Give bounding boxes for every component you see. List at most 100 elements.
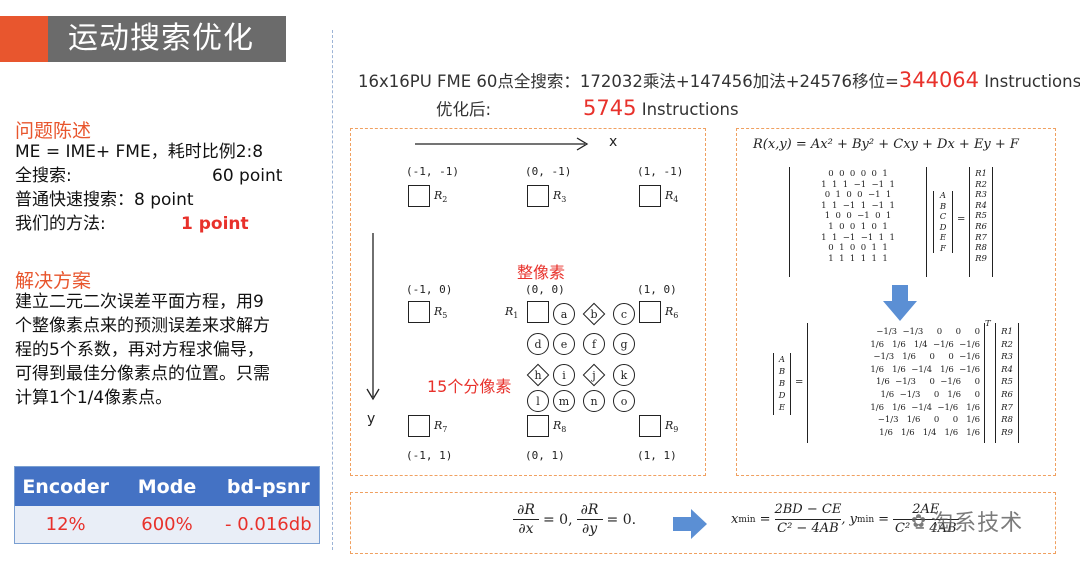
down-arrow-icon [883, 285, 917, 321]
coef-entry-2: B [939, 201, 947, 212]
partial-x-denominator: ∂x [513, 519, 539, 538]
integer-pixel [408, 301, 430, 323]
design-matrix-row-2: 1 1 1 −1 −1 1 [821, 179, 895, 190]
optimized-unit: Instructions [636, 100, 739, 119]
full-search-unit: Instructions [979, 72, 1080, 91]
r2-entry-7: R7 [1001, 402, 1013, 413]
results-table-header: Encoder Mode bd-psnr [15, 467, 319, 506]
r2-entry-5: R5 [1001, 377, 1013, 388]
pixel-r-label: R6 [665, 305, 679, 321]
r-entry-8: R8 [975, 243, 987, 254]
r2-entry-4: R4 [1001, 364, 1013, 375]
pixel-r-label: R1 [505, 305, 519, 321]
problem-line-3: 普通快速搜索：8 point [15, 190, 194, 210]
integer-pixel [639, 185, 661, 207]
design-matrix-row-4: 1 1 −1 1 −1 1 [821, 200, 895, 211]
full-search-instructions: 16x16PU FME 60点全搜索：172032乘法+147456加法+245… [358, 68, 1080, 92]
lhs-entry-1: A [778, 355, 786, 365]
integer-pixel [527, 415, 549, 437]
coef-entry-4: D [939, 222, 947, 233]
r-entry-5: R5 [975, 211, 987, 222]
pixel-grid-panel: x y 整像素 15个分像素 (-1, -1)R2(0, -1)R3(1, -1… [350, 128, 706, 476]
partial-y-denominator: ∂y [576, 519, 603, 538]
r2-entry-9: R9 [1001, 427, 1013, 438]
ymin-subscript: min [856, 514, 875, 525]
xmin-subscript: min [738, 514, 756, 525]
design-matrix-row-6: 1 0 0 1 0 1 [828, 221, 888, 232]
r-entry-4: R4 [975, 200, 987, 211]
r-entry-3: R3 [975, 190, 987, 201]
inverse-row-7: 1/6 1/6 −1/4 −1/6 1/6 [864, 402, 980, 413]
coord-label: (0, -1) [525, 165, 572, 178]
ymin-label: , y [841, 512, 857, 527]
integer-pixel [527, 301, 549, 323]
ymin-numerator: 2AE [912, 502, 940, 517]
header-bd-psnr: bd-psnr [226, 475, 310, 498]
results-table: Encoder Mode bd-psnr 12% 600% - 0.016db [14, 466, 320, 544]
axes-arrows [366, 137, 589, 401]
pixel-grid: (-1, -1)R2(0, -1)R3(1, -1)R4(-1, 0)R5(0,… [351, 129, 705, 475]
design-matrix-row-1: 0 0 0 0 0 1 [828, 169, 888, 179]
integer-pixel [527, 185, 549, 207]
coord-label: (-1, -1) [406, 165, 459, 178]
subpixel-point: h [534, 368, 542, 382]
x-axis-label: x [609, 134, 618, 150]
problem-body: ME = IME+ FME，耗时比例2:8 全搜索:60 point 普通快速搜… [15, 140, 325, 236]
optimized-label: 优化后: [436, 100, 492, 119]
vertical-divider [332, 30, 333, 550]
inverse-row-3: −1/3 1/6 0 0 −1/6 [870, 352, 980, 363]
lhs-entry-4: D [778, 391, 786, 401]
pixel-r-label: R3 [553, 189, 567, 205]
integer-pixel-label: 整像素 [517, 263, 566, 282]
eq-zero-2: = 0. [606, 511, 637, 528]
solution-line-3: 程的5个系数，再对方程求偏导， [15, 340, 264, 360]
pixel-r-label: R8 [553, 419, 567, 435]
problem-heading: 问题陈述 [15, 120, 92, 142]
partial-x-numerator: ∂R [517, 502, 535, 518]
r2-entry-6: R6 [1001, 389, 1013, 400]
transpose-mark: T [985, 319, 991, 329]
design-matrix-row-3: 0 1 0 0 −1 1 [824, 190, 892, 201]
full-search-value: 344064 [898, 68, 980, 92]
coef-entry-1: A [939, 191, 947, 201]
solution-line-2: 个整像素点来的预测误差来求解方 [15, 316, 270, 336]
integer-pixel [639, 301, 661, 323]
right-arrow-icon [673, 509, 707, 539]
y-axis-label: y [367, 411, 376, 427]
watermark-text: 淘系技术 [931, 511, 1024, 536]
design-matrix-row-8: 0 1 0 0 1 1 [828, 243, 888, 254]
subpixel-point: e [553, 333, 575, 355]
design-matrix-row-7: 1 1 −1 −1 1 1 [821, 232, 895, 243]
design-matrix-row-9: 1 1 1 1 1 1 [828, 253, 888, 264]
our-method-points: 1 point [181, 214, 249, 234]
coord-label: (-1, 1) [406, 449, 453, 462]
coord-label: (1, 0) [637, 283, 677, 296]
integer-pixel [639, 415, 661, 437]
coef-entry-3: C [939, 212, 947, 223]
ymin-denominator: C² − 4AB [893, 519, 959, 536]
subpixel-point: d [527, 333, 549, 355]
coord-label: (0, 1) [525, 449, 565, 462]
subpixel-point: j [592, 368, 596, 382]
optimized-instructions: 5745 Instructions [583, 96, 739, 120]
xmin-numerator: 2BD − CE [774, 502, 842, 517]
lhs-entry-3: B [778, 379, 786, 389]
lhs-entry-2: B [778, 367, 786, 377]
r-entry-1: R1 [975, 169, 987, 179]
subpixel-point: n [583, 390, 605, 412]
r2-entry-1: R1 [1001, 327, 1013, 337]
pixel-r-label: R7 [434, 419, 448, 435]
subpixel-label: 15个分像素 [427, 377, 512, 396]
r-entry-7: R7 [975, 232, 987, 243]
our-method-label: 我们的方法: [15, 214, 106, 234]
optimized-value: 5745 [583, 96, 637, 120]
integer-pixel [408, 415, 430, 437]
coef-entry-6: F [940, 243, 946, 254]
